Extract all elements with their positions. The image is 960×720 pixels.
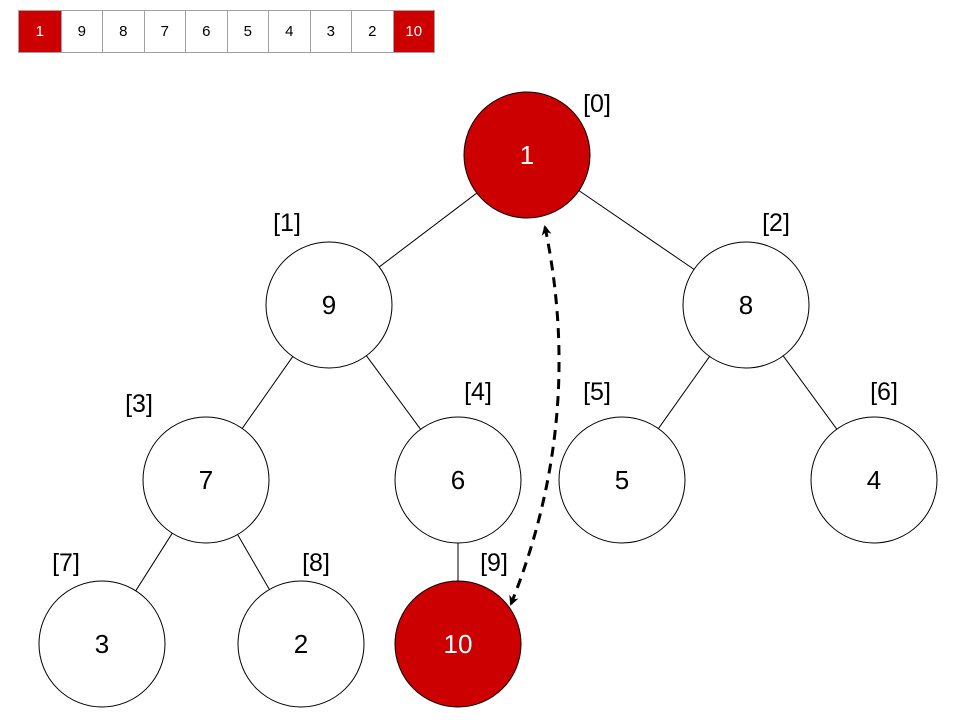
- node-index-label: [7]: [52, 549, 80, 577]
- tree-edge: [578, 190, 695, 270]
- node-index-label: [3]: [125, 390, 153, 418]
- node-value: 2: [294, 629, 308, 659]
- array-cell: 6: [185, 11, 227, 52]
- array-cell: 10: [392, 11, 434, 52]
- node-index-label: [5]: [583, 378, 611, 406]
- node-value: 8: [739, 290, 753, 320]
- tree-edge: [241, 356, 294, 429]
- node-index-label: [4]: [464, 378, 492, 406]
- swap-arrow: [509, 225, 561, 606]
- node-value: 6: [451, 465, 465, 495]
- node-index-label: [1]: [273, 209, 301, 237]
- array-cell: 2: [351, 11, 393, 52]
- tree-node: [463, 91, 591, 219]
- node-value: 10: [444, 629, 473, 659]
- array-cell: 4: [268, 11, 310, 52]
- array-cell: 7: [143, 11, 186, 52]
- node-index-label: [9]: [480, 549, 508, 577]
- tree-edge: [378, 192, 478, 268]
- array-cell: 8: [102, 11, 144, 52]
- tree-edge: [135, 532, 173, 592]
- node-value: 9: [322, 290, 336, 320]
- tree-node: [394, 580, 522, 708]
- node-index-label: [8]: [302, 549, 330, 577]
- node-value: 1: [520, 140, 534, 170]
- node-value: 4: [867, 465, 881, 495]
- tree-node: [810, 416, 938, 544]
- node-index-label: [0]: [583, 90, 611, 118]
- node-value: 7: [199, 465, 213, 495]
- tree-node: [237, 580, 365, 708]
- node-index-label: [6]: [870, 378, 898, 406]
- array-cell: 9: [60, 11, 103, 52]
- array-cell: 1: [19, 11, 61, 52]
- tree-edge: [365, 355, 422, 430]
- tree-edge: [237, 534, 270, 590]
- array-cell: 3: [309, 11, 352, 52]
- tree-edge: [658, 356, 710, 429]
- node-index-label: [2]: [762, 209, 790, 237]
- tree-node: [682, 241, 810, 369]
- node-value: 3: [95, 629, 109, 659]
- tree-node: [265, 241, 393, 369]
- tree-edge: [782, 355, 838, 430]
- tree-node: [142, 416, 270, 544]
- tree-node: [38, 580, 166, 708]
- tree-node: [394, 416, 522, 544]
- node-value: 5: [615, 465, 629, 495]
- tree-node: [558, 416, 686, 544]
- array-cell: 5: [226, 11, 269, 52]
